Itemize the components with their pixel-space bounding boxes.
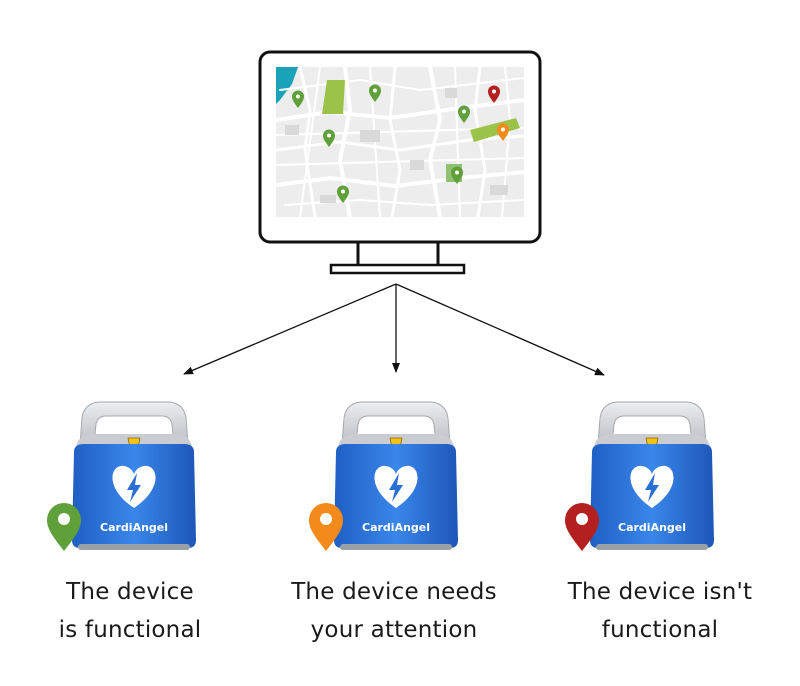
caption-not-functional: The device isn't functional — [545, 573, 775, 649]
arrow-to-functional — [183, 283, 397, 375]
device-base — [340, 544, 452, 550]
caption-needs-attention: The device needs your attention — [279, 573, 509, 649]
connector-arrows — [183, 283, 605, 376]
device-brand-label: CardiAngel — [100, 521, 168, 534]
device-brand-label: CardiAngel — [362, 521, 430, 534]
defibrillator-needs-attention: CardiAngel — [309, 401, 458, 551]
defibrillator-not-functional: CardiAngel — [565, 401, 714, 551]
lightning-icon — [645, 473, 659, 502]
caption-attention-line1: The device needs — [291, 579, 497, 605]
status-pin-not-functional — [565, 503, 599, 551]
device-brand-label: CardiAngel — [618, 521, 686, 534]
caption-not-functional-line1: The device isn't — [567, 579, 753, 605]
status-pin-functional — [47, 503, 81, 551]
device-base — [596, 544, 708, 550]
caption-functional: The device is functional — [15, 573, 245, 649]
lightning-icon — [389, 473, 403, 502]
status-pin-needs-attention — [309, 503, 343, 551]
map-park-1 — [322, 80, 345, 114]
caption-functional-line1: The device — [66, 579, 194, 605]
map-park-2 — [470, 118, 520, 142]
device-base — [78, 544, 190, 550]
caption-not-functional-line2: functional — [601, 617, 719, 643]
caption-functional-line2: is functional — [58, 617, 202, 643]
monitor-stand — [329, 263, 466, 275]
lightning-icon — [127, 473, 141, 502]
map-water — [276, 67, 298, 104]
defibrillator-functional: CardiAngel — [47, 401, 196, 551]
arrow-to-not-functional — [395, 283, 605, 376]
monitor — [258, 50, 542, 275]
devices: CardiAngel CardiAngel CardiAngel — [47, 401, 714, 551]
map-blocks — [285, 88, 508, 203]
city-map — [276, 67, 524, 217]
caption-attention-line2: your attention — [310, 617, 478, 643]
